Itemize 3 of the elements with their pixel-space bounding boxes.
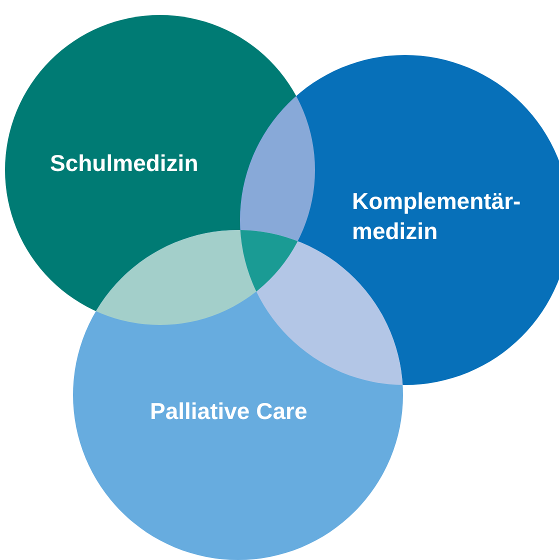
circle-label: Komplementär- medizin	[352, 187, 522, 246]
circle-label: Schulmedizin	[50, 149, 200, 178]
circle-label: Palliative Care	[150, 397, 308, 426]
